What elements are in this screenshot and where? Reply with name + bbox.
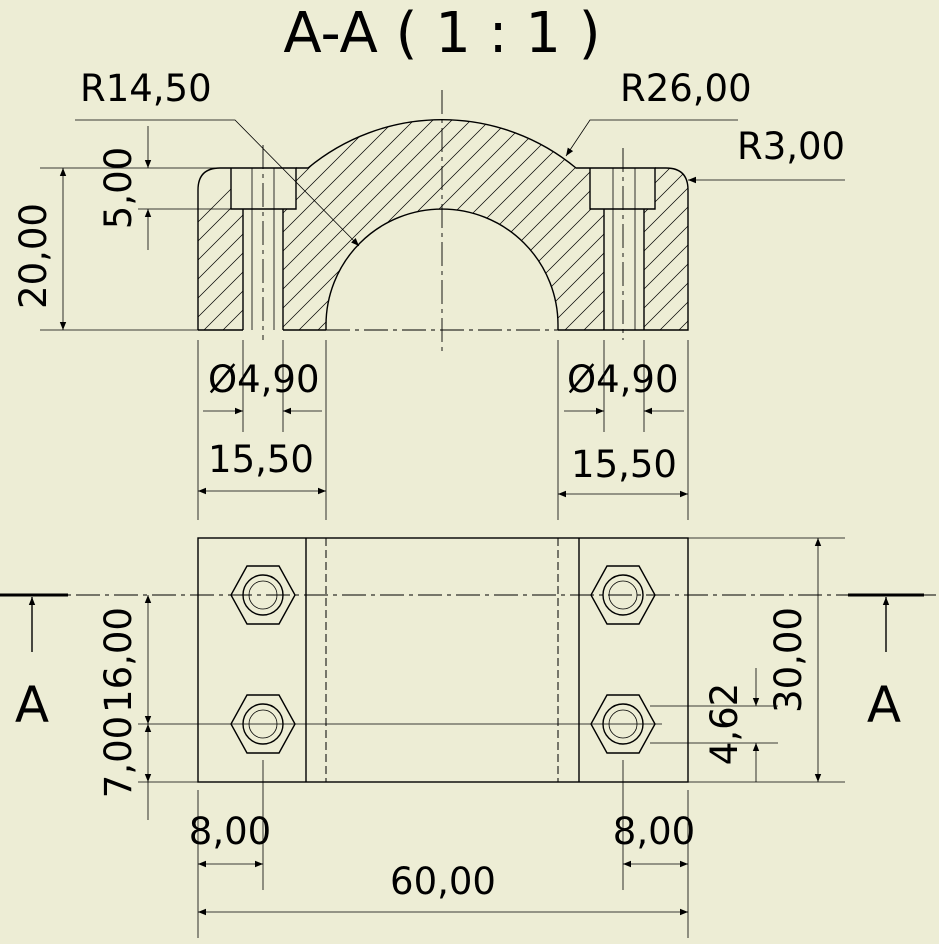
dim-hole-spacing-label: 16,00 [97,607,140,713]
hatch-line [610,119,688,330]
plan-extension-lines [138,537,845,938]
plan-outline [197,537,689,783]
hatch-line [629,119,688,330]
dim-height-label: 20,00 [12,203,55,309]
hatch-line [249,119,491,330]
dim-overall-length-label: 60,00 [390,860,496,903]
section-view: 20,00 5,00 R14,50 R26,00 R3,00 Ø4,90 Ø4,… [12,67,845,520]
plan-view: A A 16,00 7,00 [0,537,939,938]
right-thread [612,168,636,330]
dim-r-corner-label: R3,00 [737,125,845,168]
right-counterbore [589,167,656,210]
section-marker-right: A [867,676,901,734]
hatch-line [553,119,688,330]
hex-nut-top-right [590,565,656,625]
hatch-line [496,119,688,330]
section-marker-left: A [15,676,49,734]
right-hole [603,209,645,330]
left-counterbore [230,167,297,210]
dim-hole-dia-left-label: Ø4,90 [208,358,320,401]
hex-nut-top-left [230,565,296,625]
hatch-line [420,119,662,330]
hatch-line [198,119,396,330]
dim-depth-label: 30,00 [767,607,810,713]
hatch-line [230,119,472,330]
hatch-line [306,119,548,330]
extension-lines [40,167,689,520]
hatch-line [268,119,510,330]
dim-foot-width-right-label: 15,50 [571,443,677,486]
hatch-line [198,119,301,330]
hatch-line [198,119,358,330]
dim-hex-half-label: 4,62 [703,683,746,765]
hatch-line [382,119,624,330]
hatch-line [458,119,688,330]
hatch-line [363,119,605,330]
dim-foot-width-left-label: 15,50 [208,438,314,481]
hatch-line [344,119,586,330]
hatch-line [477,119,688,330]
dim-hole-dia-right-label: Ø4,90 [567,358,679,401]
dim-hole-offset-y-label: 7,00 [97,716,140,798]
dim-r-bore-label: R14,50 [80,67,212,110]
dim-cbore-depth-label: 5,00 [97,147,140,229]
dim-r-arch-leader [565,119,738,157]
hatch-line [198,119,415,330]
section-outline [197,119,689,331]
section-title: A-A ( 1 : 1 ) [283,1,600,66]
hatch-line [211,119,453,330]
dim-r-arch-label: R26,00 [620,67,752,110]
dim-hole-offset-x-right-label: 8,00 [613,810,695,853]
hatch-line [198,119,434,330]
hatch-line [325,119,567,330]
hatch-line [401,119,643,330]
left-thread [251,168,275,330]
hatch-line [515,119,688,330]
dim-r-bore-leader [75,119,360,247]
hatch-line [534,119,688,330]
hatch-line [198,119,377,330]
dim-hole-offset-x-left-label: 8,00 [189,810,271,853]
left-hole [242,209,284,330]
